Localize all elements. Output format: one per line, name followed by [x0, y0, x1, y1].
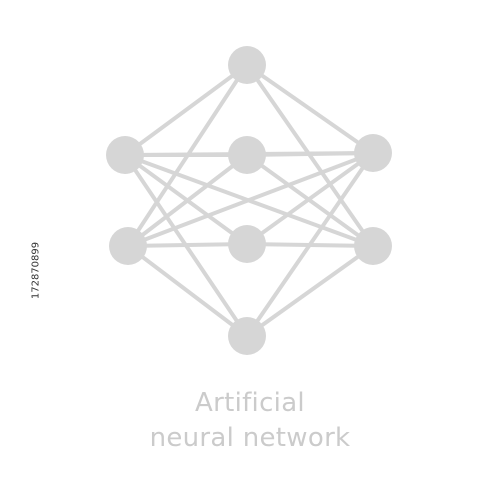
caption-line-2: neural network — [149, 423, 351, 453]
node-n-top — [228, 46, 266, 84]
edge-n-upper-right-n-center-upper — [245, 151, 375, 157]
node-n-lower-right — [354, 227, 392, 265]
node-n-center-upper — [228, 136, 266, 174]
edge-n-lower-left-n-bottom — [126, 244, 249, 338]
edge-n-lower-right-n-bottom — [245, 244, 375, 338]
edge-n-lower-right-n-center-upper — [245, 153, 375, 248]
node-n-bottom — [228, 317, 266, 355]
node-n-upper-right — [354, 134, 392, 172]
nodes-layer — [106, 46, 392, 355]
image-id-label: 172870899 — [30, 241, 42, 300]
edge-n-lower-left-n-center-upper — [126, 153, 249, 248]
node-n-center-lower — [228, 225, 266, 263]
node-n-upper-left — [106, 136, 144, 174]
caption-line-1: Artificial — [195, 388, 305, 418]
edge-n-upper-right-n-lower-left — [126, 151, 375, 248]
edges-layer — [123, 63, 375, 338]
edge-n-top-n-upper-left — [123, 63, 249, 157]
node-n-lower-left — [109, 227, 147, 265]
edge-n-lower-left-n-center-lower — [126, 242, 249, 248]
edge-n-lower-right-n-center-lower — [245, 242, 375, 248]
edge-n-top-n-upper-right — [245, 63, 375, 155]
